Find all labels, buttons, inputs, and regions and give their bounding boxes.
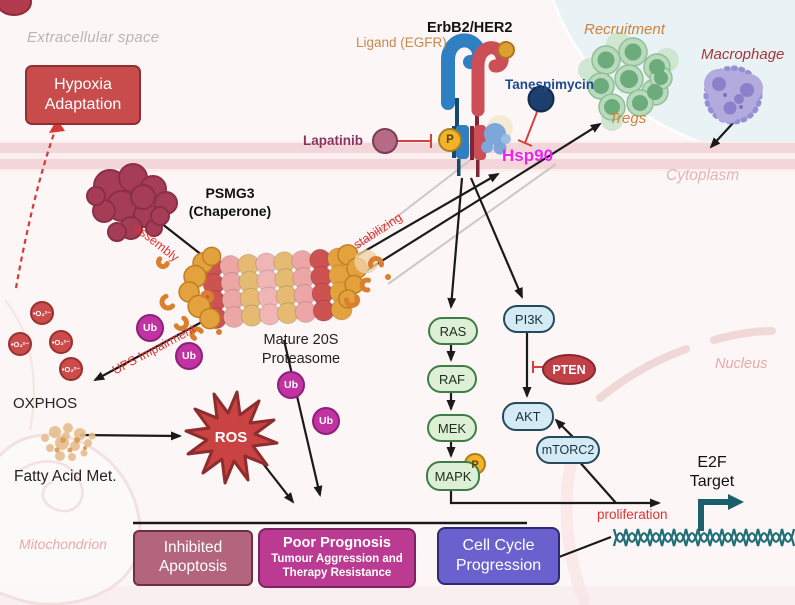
macrophage-label: Macrophage [701, 46, 785, 63]
psmg3-chaperone-label: PSMG3 (Chaperone) [188, 185, 272, 219]
bottom-strip [0, 586, 795, 605]
ligand-egfr-label: Ligand (EGFR) [356, 35, 447, 50]
fatty-acid-label: Fatty Acid Met. [14, 468, 117, 485]
cell-cycle-progression-box: Cell Cycle Progression [437, 527, 560, 585]
ubiquitin-label: Ub [319, 415, 333, 427]
arrow-mapk-to-dna [449, 488, 661, 508]
hypoxia-adaptation-box: Hypoxia Adaptation [25, 65, 141, 125]
erbb2-receptor [441, 33, 515, 177]
promoter-arrow [698, 494, 744, 531]
arrow-fattyacid-to-ros [79, 431, 182, 441]
recruitment-label: Recruitment [584, 21, 665, 38]
ubiquitin-label: Ub [143, 322, 157, 334]
poor-prognosis-subtitle: Tumour Aggression and Therapy Resistance [271, 553, 403, 579]
line-mtorc2-junction [576, 458, 617, 504]
mature-20s-proteasome-label: Mature 20S Proteasome [261, 332, 341, 367]
poor-prognosis-title: Poor Prognosis [283, 535, 391, 552]
nucleus-envelope [596, 327, 776, 402]
phospho-circle-receptor [438, 128, 462, 152]
ubiquitin-label: Ub [284, 379, 298, 391]
mitochondrion-outline [0, 299, 142, 605]
er-tube [560, 446, 590, 605]
tanespimycin-inhibit-line [524, 111, 538, 144]
mapk-node: MAPK [426, 461, 480, 491]
arrow-receptor-to-ras [447, 177, 464, 309]
dna-helix [612, 528, 795, 547]
arrow-mtorc2-akt [554, 418, 575, 439]
superoxide-circles [8, 301, 83, 381]
e2f-target-label: E2F Target [689, 454, 735, 491]
superoxide-label: •O₂²⁻ [51, 337, 71, 347]
stabilizing-lines [341, 154, 557, 285]
ros-starburst [184, 390, 279, 485]
phospho-label-mapk: P [471, 458, 479, 471]
nucleus-label: Nucleus [715, 356, 768, 372]
hypoxia-feedback [14, 119, 65, 289]
tanespimycin-circle [527, 85, 555, 113]
poor-prognosis-box: Poor Prognosis Tumour Aggression and The… [258, 528, 416, 588]
ligand-circle [497, 41, 515, 59]
akt-node: AKT [502, 402, 554, 431]
cytoplasm-label: Cytoplasm [666, 167, 740, 184]
ubiquitin-circles [136, 314, 340, 435]
hsp90-label: Hsp90 [502, 146, 554, 165]
tregs-cluster [578, 32, 679, 131]
line-dna-cellcycle [558, 535, 612, 559]
arrow-receptor-to-pi3k [469, 177, 524, 299]
proteasome-fragments [156, 255, 384, 342]
inhibited-apoptosis-box: Inhibited Apoptosis [133, 530, 253, 586]
receptor-red-monomer [471, 41, 509, 117]
mtorc2-node: mTORC2 [536, 436, 600, 464]
macrophage-cell [703, 65, 763, 125]
extracellular-space-label: Extracellular space [27, 29, 160, 46]
mek-node: MEK [427, 414, 477, 442]
oxphos-label: OXPHOS [13, 395, 78, 412]
ubiquitin-label: Ub [182, 350, 196, 362]
tregs-label: Tregs [609, 110, 647, 127]
ros-label: ROS [214, 428, 248, 446]
arrow-proteasome-down [282, 339, 323, 497]
tanespimycin-label: Tanespimycin [505, 77, 595, 92]
phospho-label-receptor: P [446, 134, 454, 146]
proteasome-barrel [178, 244, 379, 330]
psmg3-blob [86, 163, 178, 242]
arrow-macrophage [709, 122, 734, 149]
fragment-dots [216, 274, 391, 335]
ras-node: RAS [428, 317, 478, 345]
corner-protein-blob [0, 0, 32, 16]
mitochondrion-label: Mitochondrion [19, 536, 107, 552]
lapatinib-label: Lapatinib [303, 133, 363, 148]
lapatinib-circle [372, 128, 398, 154]
superoxide-label: •O₂²⁻ [10, 339, 30, 349]
hsp90-blob [481, 115, 513, 155]
arrow-ups-impairment [93, 316, 212, 381]
superoxide-label: •O₂²⁻ [32, 308, 52, 318]
superoxide-label: •O₂²⁻ [61, 364, 81, 374]
pten-node: PTEN [542, 354, 596, 385]
raf-node: RAF [427, 365, 477, 393]
pi3k-node: PI3K [503, 305, 555, 333]
proliferation-label: proliferation [597, 507, 668, 522]
fatty-acid-blob [41, 423, 96, 461]
erbb2-her2-label: ErbB2/HER2 [427, 20, 513, 36]
